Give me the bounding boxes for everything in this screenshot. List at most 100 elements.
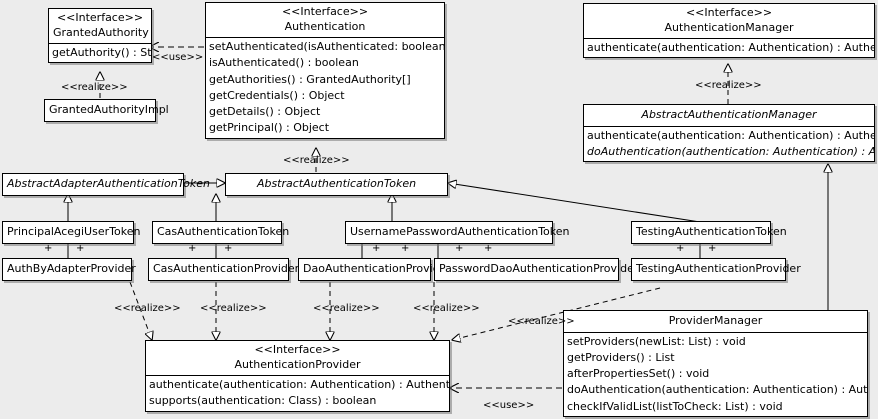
class-granted-authority-impl[interactable]: GrantedAuthorityImpl <box>44 99 169 122</box>
operation-row: authenticate(authentication: Authenticat… <box>587 128 874 142</box>
class-header: AbstractAuthenticationToken <box>226 174 447 195</box>
divider <box>206 37 444 39</box>
operation-row: authenticate(authentication: Authenticat… <box>149 378 449 392</box>
class-authentication-manager[interactable]: <<Interface>> AuthenticationManager auth… <box>583 3 875 59</box>
class-header: UsernamePasswordAuthenticationToken <box>346 222 570 243</box>
class-name-label: ProviderManager <box>668 314 763 327</box>
class-abstract-authentication-manager[interactable]: AbstractAuthenticationManager authentica… <box>583 104 875 163</box>
class-header: CasAuthenticationProvider <box>149 259 300 280</box>
class-header: <<Interface>> AuthenticationProvider <box>146 341 449 375</box>
class-name-label: AuthenticationManager <box>664 20 794 34</box>
class-abstract-authentication-token[interactable]: AbstractAuthenticationToken <box>225 173 448 196</box>
multiplicity-marker: + <box>44 243 53 254</box>
class-header: TestingAuthenticationToken <box>632 222 787 243</box>
class-header: DaoAuthenticationProvider <box>299 259 451 280</box>
operations-compartment: getAuthority() : String <box>49 44 151 62</box>
operation-row: afterPropertiesSet() : void <box>567 367 710 381</box>
multiplicity-marker: + <box>676 243 685 254</box>
stereotype-label: <<Interface>> <box>685 6 773 19</box>
divider <box>49 43 151 45</box>
operations-compartment: authenticate(authentication: Authenticat… <box>146 376 449 411</box>
multiplicity-marker: + <box>188 243 197 254</box>
relationship-label-use-provider-manager: <<use>> <box>483 400 535 411</box>
operation-row: isAuthenticated() : boolean <box>209 56 359 70</box>
relationship-label-realize-abstract-authentication-manager: <<realize>> <box>695 80 762 91</box>
class-granted-authority[interactable]: <<Interface>> GrantedAuthority getAuthor… <box>48 8 152 64</box>
class-name-label: AbstractAuthenticationManager <box>641 108 817 121</box>
relationship-label-realize-dao-provider: <<realize>> <box>313 303 380 314</box>
class-header: <<Interface>> Authentication <box>206 3 444 37</box>
multiplicity-marker: + <box>484 243 493 254</box>
operation-row: getAuthority() : String <box>52 46 151 60</box>
class-name-label: AbstractAuthenticationToken <box>256 177 417 190</box>
class-name-label: DaoAuthenticationProvider <box>303 262 451 275</box>
relationship-label-use-granted-authority: <<use>> <box>152 52 204 63</box>
relationship-label-realize-password-dao-provider: <<realize>> <box>413 303 480 314</box>
relationship-label-realize-abstract-authentication-token: <<realize>> <box>283 155 350 166</box>
class-header: AuthByAdapterProvider <box>3 259 136 280</box>
class-name-label: AuthenticationProvider <box>234 357 361 371</box>
class-header: <<Interface>> AuthenticationManager <box>584 4 874 38</box>
class-header: GrantedAuthorityImpl <box>45 100 169 121</box>
divider <box>146 375 449 377</box>
class-name-label: AuthByAdapterProvider <box>7 262 136 275</box>
multiplicity-marker: + <box>76 243 85 254</box>
class-name-label: PasswordDaoAuthenticationProvider <box>439 262 639 275</box>
class-name-label: CasAuthenticationProvider <box>153 262 300 275</box>
stereotype-label: <<Interface>> <box>254 343 341 356</box>
class-name-label: TestingAuthenticationProvider <box>636 262 801 275</box>
operation-row: getDetails() : Object <box>209 105 321 119</box>
class-name-label: GrantedAuthorityImpl <box>49 103 169 116</box>
class-auth-by-adapter-provider[interactable]: AuthByAdapterProvider <box>2 258 136 281</box>
class-authentication-provider[interactable]: <<Interface>> AuthenticationProvider aut… <box>145 340 450 412</box>
class-header: CasAuthenticationToken <box>153 222 290 243</box>
class-testing-authentication-token[interactable]: TestingAuthenticationToken <box>631 221 787 244</box>
multiplicity-marker: + <box>455 243 464 254</box>
class-name-label: UsernamePasswordAuthenticationToken <box>350 225 570 238</box>
class-header: TestingAuthenticationProvider <box>632 259 801 280</box>
operations-compartment: setAuthenticated(isAuthenticated: boolea… <box>206 38 444 138</box>
operation-row: getAuthorities() : GrantedAuthority[] <box>209 72 411 86</box>
operation-row: authenticate(authentication: Authenticat… <box>587 41 874 55</box>
operations-compartment: authenticate(authentication: Authenticat… <box>584 127 874 162</box>
class-name-label: PrincipalAcegiUserToken <box>7 225 141 238</box>
multiplicity-marker: + <box>401 243 410 254</box>
relationship-label-realize-auth-by-adapter: <<realize>> <box>114 303 181 314</box>
class-testing-authentication-provider[interactable]: TestingAuthenticationProvider <box>631 258 801 281</box>
class-header: ProviderManager <box>564 311 867 332</box>
class-username-password-authentication-token[interactable]: UsernamePasswordAuthenticationToken <box>345 221 570 244</box>
stereotype-label: <<Interface>> <box>56 11 144 24</box>
operation-row: doAuthentication(authentication: Authent… <box>567 383 867 397</box>
class-dao-authentication-provider[interactable]: DaoAuthenticationProvider <box>298 258 451 281</box>
class-authentication[interactable]: <<Interface>> Authentication setAuthenti… <box>205 2 445 139</box>
multiplicity-marker: + <box>372 243 381 254</box>
class-cas-authentication-token[interactable]: CasAuthenticationToken <box>152 221 290 244</box>
divider <box>584 125 874 127</box>
class-name-label: CasAuthenticationToken <box>157 225 290 238</box>
operation-row: doAuthentication(authentication: Authent… <box>587 144 874 158</box>
stereotype-label: <<Interface>> <box>281 5 369 18</box>
operations-compartment: setProviders(newList: List) : void getPr… <box>564 333 867 416</box>
operation-row: checkIfValidList(listToCheck: List) : vo… <box>567 399 783 413</box>
multiplicity-marker: + <box>224 243 233 254</box>
operation-row: supports(authentication: Class) : boolea… <box>149 394 377 408</box>
divider <box>584 38 874 40</box>
operation-row: getProviders() : List <box>567 350 675 364</box>
class-header: AbstractAuthenticationManager <box>584 105 874 126</box>
class-cas-authentication-provider[interactable]: CasAuthenticationProvider <box>148 258 300 281</box>
multiplicity-marker: + <box>708 243 717 254</box>
operation-row: setAuthenticated(isAuthenticated: boolea… <box>209 40 444 54</box>
class-password-dao-authentication-provider[interactable]: PasswordDaoAuthenticationProvider <box>434 258 639 281</box>
class-abstract-adapter-authentication-token[interactable]: AbstractAdapterAuthenticationToken <box>2 173 210 196</box>
class-header: PrincipalAcegiUserToken <box>3 222 141 243</box>
class-header: PasswordDaoAuthenticationProvider <box>435 259 639 280</box>
operation-row: setProviders(newList: List) : void <box>567 334 746 348</box>
class-name-label: TestingAuthenticationToken <box>636 225 787 238</box>
relationship-label-realize-testing-provider: <<realize>> <box>508 316 575 327</box>
class-provider-manager[interactable]: ProviderManager setProviders(newList: Li… <box>563 310 868 417</box>
operations-compartment: authenticate(authentication: Authenticat… <box>584 39 874 57</box>
operation-row: getPrincipal() : Object <box>209 121 330 135</box>
class-header: AbstractAdapterAuthenticationToken <box>3 174 210 195</box>
class-principal-acegi-user-token[interactable]: PrincipalAcegiUserToken <box>2 221 141 244</box>
